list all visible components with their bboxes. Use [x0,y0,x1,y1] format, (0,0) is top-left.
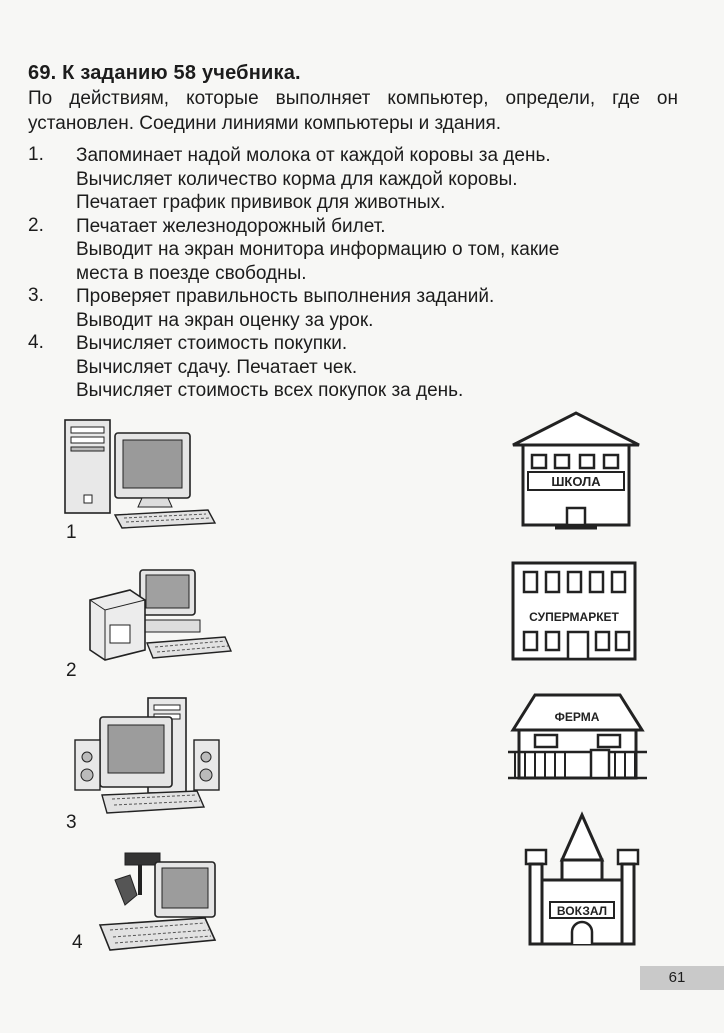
task-item: 4. Вычисляет стоимость покупки. Вычисляе… [28,332,678,403]
task-line: Проверяет правильность выполнения задани… [76,286,495,307]
ticket-printer-computer-icon[interactable] [85,565,235,665]
computer-number: 4 [72,932,83,953]
computer-number: 3 [66,812,77,833]
exercise-title: 69. К заданию 58 учебника. [28,62,301,84]
building-label: ВОКЗАЛ [557,904,607,918]
task-line: Выводит на экран монитора информацию о т… [76,239,560,260]
task-number: 2. [28,214,44,236]
page-number: 61 [640,966,724,990]
task-number: 3. [28,285,44,306]
train-station-building-icon[interactable]: ВОКЗАЛ [522,810,642,950]
task-line: Печатает график прививок для животных. [76,192,446,213]
task-list: 1. Запоминает надой молока от каждой кор… [28,144,678,403]
computer-number: 2 [66,660,77,681]
exercise-instruction: По действиям, которые выполняет компьюте… [28,88,678,134]
task-line: Печатает железнодорожный билет. [76,215,386,237]
task-item: 3. Проверяет правильность выполнения зад… [28,285,678,332]
cash-register-computer-icon[interactable] [95,850,225,960]
building-label: ШКОЛА [551,474,601,489]
task-number: 1. [28,144,44,165]
supermarket-building-icon[interactable]: СУПЕРМАРКЕТ [510,560,638,662]
task-line: Запоминает надой молока от каждой коровы… [76,145,551,166]
task-line: места в поезде свободны. [76,262,307,284]
task-item: 2. Печатает железнодорожный билет. Вывод… [28,215,678,286]
task-number: 4. [28,332,44,353]
farm-building-icon[interactable]: ФЕРМА [505,690,650,785]
task-line: Вычисляет сдачу. Печатает чек. [76,356,358,378]
task-item: 1. Запоминает надой молока от каждой кор… [28,144,678,215]
task-line: Вычисляет стоимость всех покупок за день… [76,380,464,401]
building-label: СУПЕРМАРКЕТ [529,610,619,624]
task-line: Выводит на экран оценку за урок. [76,309,374,331]
computer-number: 1 [66,522,77,543]
building-label: ФЕРМА [555,710,600,724]
school-building-icon[interactable]: ШКОЛА [510,410,642,535]
desktop-computer-icon[interactable] [60,415,220,530]
task-line: Вычисляет стоимость покупки. [76,333,348,354]
task-line: Вычисляет количество корма для каждой ко… [76,168,518,190]
computer-with-speakers-icon[interactable] [72,695,232,820]
